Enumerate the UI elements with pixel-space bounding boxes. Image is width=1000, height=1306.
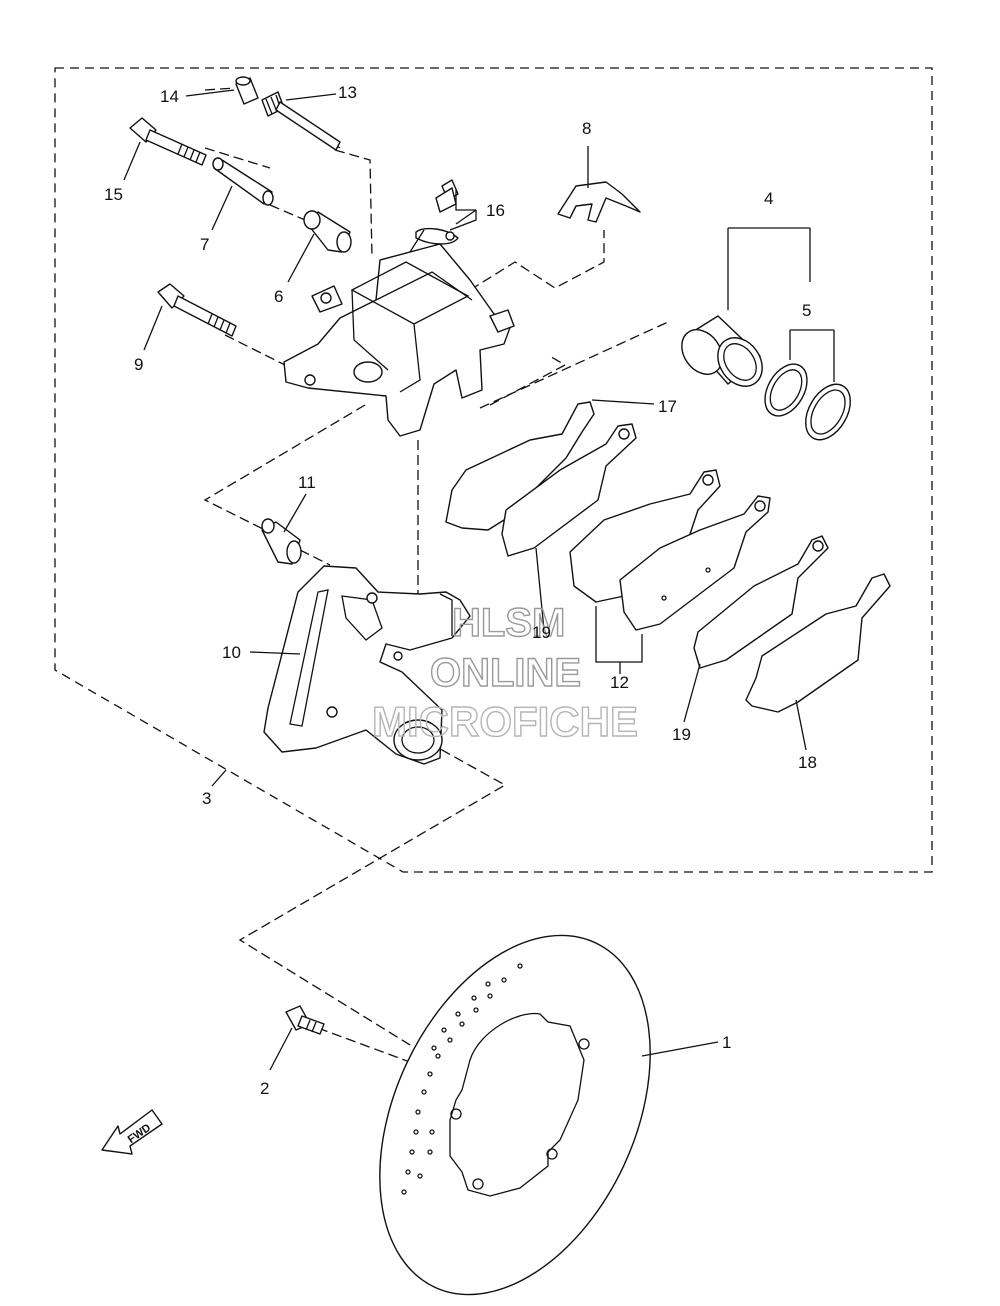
watermark: HLSM ONLINE MICROFICHE xyxy=(371,600,638,745)
callout-14: 14 xyxy=(160,87,179,106)
boot-6 xyxy=(303,210,352,253)
callout-numbers: 14 13 15 7 6 9 8 16 4 5 17 11 10 19 12 1… xyxy=(104,83,817,1098)
brake-pad-kit-12 xyxy=(569,469,771,631)
brake-pad-19-outer xyxy=(693,535,829,669)
callout-11: 11 xyxy=(298,473,316,492)
brake-pad-19-inner xyxy=(501,423,637,557)
assembly-centerlines xyxy=(203,87,669,1066)
bolt-15 xyxy=(129,117,207,166)
bleed-screw-cap xyxy=(235,76,259,105)
callout-19-lower: 19 xyxy=(672,725,691,744)
callout-3: 3 xyxy=(202,789,211,808)
piston-seals-5 xyxy=(764,363,851,441)
callout-16: 16 xyxy=(486,201,505,220)
caliper-pin-13 xyxy=(261,91,341,151)
callout-6: 6 xyxy=(274,287,283,306)
watermark-line-1: HLSM xyxy=(452,601,565,645)
leader-5 xyxy=(789,329,835,382)
pad-shim-17 xyxy=(445,401,595,531)
caliper-bracket-10 xyxy=(263,565,471,765)
callout-8: 8 xyxy=(582,119,591,138)
forward-direction-arrow: FWD xyxy=(101,1109,163,1155)
disc-vent-holes xyxy=(401,963,523,1195)
callout-2: 2 xyxy=(260,1079,269,1098)
pad-shim-18 xyxy=(745,573,891,713)
boot-11 xyxy=(261,518,302,565)
callout-15: 15 xyxy=(104,185,123,204)
disc-bolt-2 xyxy=(285,1005,325,1035)
callout-leaders xyxy=(123,89,807,1071)
brake-disc-1 xyxy=(379,934,651,1296)
pad-spring-8 xyxy=(557,181,641,223)
pin-7 xyxy=(212,157,274,206)
callout-5: 5 xyxy=(802,301,811,320)
callout-13: 13 xyxy=(338,83,357,102)
watermark-line-2: ONLINE xyxy=(430,651,581,695)
callout-7: 7 xyxy=(200,235,209,254)
callout-1: 1 xyxy=(722,1033,731,1052)
callout-17: 17 xyxy=(658,397,677,416)
callout-19-upper: 19 xyxy=(532,623,551,642)
callout-10: 10 xyxy=(222,643,241,662)
callout-9: 9 xyxy=(134,355,143,374)
callout-18: 18 xyxy=(798,753,817,772)
watermark-line-3: MICROFICHE xyxy=(372,698,638,745)
bleed-screw-16 xyxy=(415,179,459,245)
piston-4 xyxy=(681,315,763,387)
callout-4: 4 xyxy=(764,189,773,208)
bolt-9 xyxy=(157,283,237,337)
callout-12: 12 xyxy=(610,673,629,692)
leader-12 xyxy=(595,606,643,674)
leader-4 xyxy=(727,227,811,310)
caliper-body xyxy=(283,243,515,437)
